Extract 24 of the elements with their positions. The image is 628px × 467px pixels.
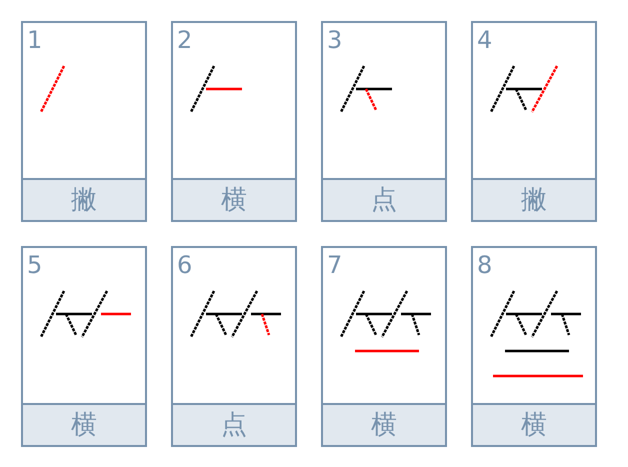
stroke-card — [21, 246, 147, 447]
stroke-name-label: 点 — [323, 178, 445, 220]
stroke-card — [321, 21, 447, 222]
step-number: 3 — [327, 27, 342, 53]
stroke-card — [171, 246, 297, 447]
step-number: 6 — [177, 252, 192, 278]
stroke-card — [171, 21, 297, 222]
stroke-name-label: 撇 — [473, 178, 595, 220]
stroke-card — [21, 21, 147, 222]
stroke-name-label: 横 — [323, 403, 445, 445]
step-number: 2 — [177, 27, 192, 53]
stroke-card — [471, 21, 597, 222]
stroke-name-label: 撇 — [23, 178, 145, 220]
step-number: 4 — [477, 27, 492, 53]
step-number: 7 — [327, 252, 342, 278]
stroke-name-label: 横 — [173, 178, 295, 220]
step-number: 5 — [27, 252, 42, 278]
stroke-name-label: 点 — [173, 403, 295, 445]
stroke-card — [471, 246, 597, 447]
stroke-name-label: 横 — [23, 403, 145, 445]
stroke-card — [321, 246, 447, 447]
stroke-name-label: 横 — [473, 403, 595, 445]
step-number: 1 — [27, 27, 42, 53]
step-number: 8 — [477, 252, 492, 278]
